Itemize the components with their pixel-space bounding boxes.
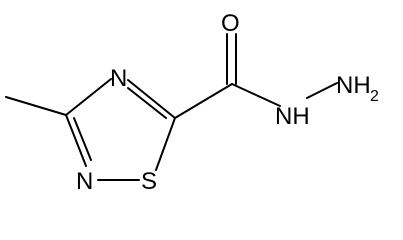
- bond-c5-n3-b: [127, 87, 167, 119]
- bond-methyl-c3: [5, 96, 67, 116]
- molecule-drawing: N N S O NH NH 2: [5, 10, 379, 195]
- bond-c5-carbonyl: [174, 83, 233, 119]
- bond-carbonyl-nh: [231, 83, 281, 107]
- bonds: [5, 33, 338, 181]
- atom-labels: N N S O NH NH 2: [76, 10, 379, 195]
- atom-nh-label: NH: [275, 103, 310, 130]
- atom-s-label: S: [141, 168, 157, 195]
- bond-c5-n3-a: [127, 79, 176, 119]
- structure-canvas: N N S O NH NH 2: [5, 10, 379, 195]
- atom-nh2-subscript: 2: [370, 88, 379, 105]
- bond-c3-n1-b: [73, 117, 92, 161]
- bond-c3-n3: [65, 78, 112, 116]
- atom-nh2-label: NH: [336, 72, 371, 99]
- bond-c3-n1-a: [65, 114, 87, 167]
- atom-n1-label: N: [76, 168, 93, 195]
- bond-nh-nh2: [306, 82, 338, 99]
- atom-n3-label: N: [110, 65, 127, 92]
- bond-s-c5: [155, 117, 176, 171]
- atom-o-label: O: [221, 10, 240, 37]
